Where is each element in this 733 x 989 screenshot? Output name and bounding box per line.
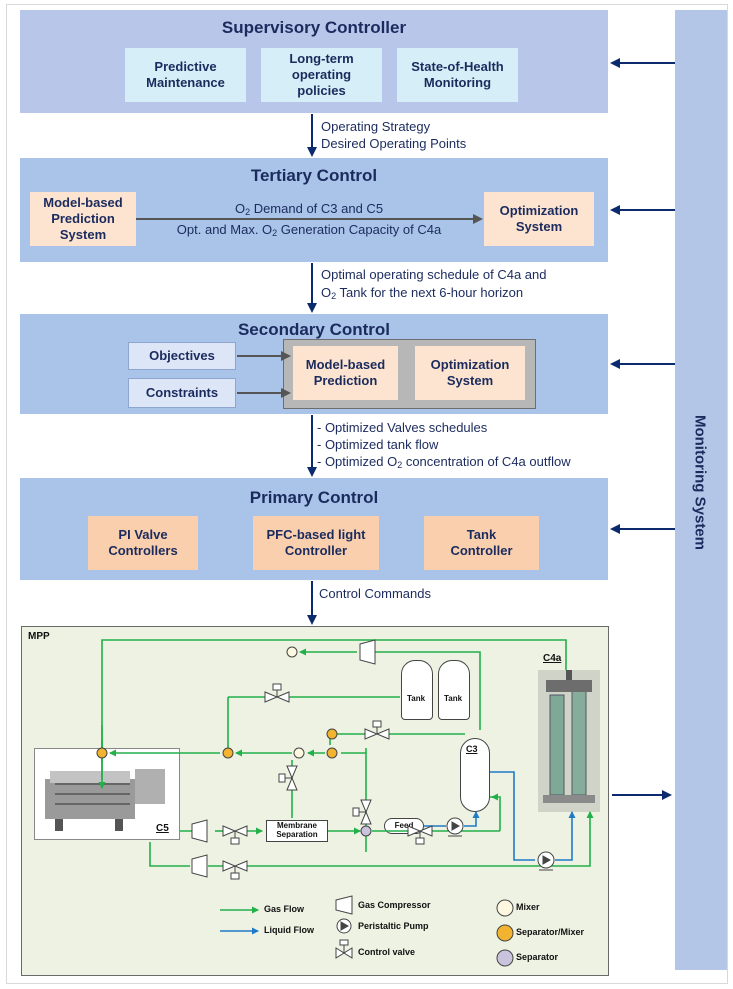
desired-operating-points-label: Desired Operating Points [321, 136, 467, 151]
control-commands-label: Control Commands [319, 586, 431, 601]
o2-generation-capacity-label: Opt. and Max. O2 Generation Capacity of … [176, 222, 442, 238]
valve-bottom [222, 860, 248, 880]
constraints-box: Constraints [128, 378, 236, 408]
tank-2-label: Tank [444, 694, 463, 703]
liquid-flow-lines [220, 771, 576, 935]
c4a-photobioreactor-image [538, 670, 600, 812]
objectives-box: Objectives [128, 342, 236, 370]
feed-label: Feed [394, 821, 414, 830]
gas-compressors [191, 639, 376, 878]
separator-node [360, 825, 372, 837]
tank-2 [438, 660, 470, 720]
membrane-separation-box [266, 820, 328, 842]
mpp-label: MPP [28, 631, 50, 642]
legend-liquid-flow-label: Liquid Flow [264, 925, 314, 935]
legend-symbols [335, 895, 514, 967]
separator-mixer-nodes [96, 728, 338, 759]
gas-flow-lines [98, 639, 594, 914]
supervisory-title: Supervisory Controller [221, 18, 407, 37]
tank-controller-box: Tank Controller [424, 516, 539, 570]
optimized-valves-label: - Optimized Valves schedules [317, 420, 488, 435]
optimized-o2-label: - Optimized O2 concentration of C4a outf… [317, 454, 571, 470]
legend-gas-compressor-symbol [335, 895, 353, 915]
o2-demand-label: O2 Demand of C3 and C5 [234, 201, 384, 217]
c5-photobioreactor-image [34, 748, 180, 840]
mixer-nodes [286, 646, 305, 759]
legend-peristaltic-pump-label: Peristaltic Pump [358, 921, 429, 931]
legend-separator-mixer-symbol [496, 924, 514, 942]
long-term-policies-box: Long-term operating policies [261, 48, 382, 102]
tertiary-title: Tertiary Control [250, 166, 378, 185]
tank-1-label: Tank [407, 694, 426, 703]
secondary-title: Secondary Control [237, 320, 391, 339]
control-valves [222, 683, 433, 880]
pi-valve-controllers-box: PI Valve Controllers [88, 516, 198, 570]
predictive-maintenance-box: Predictive Maintenance [125, 48, 246, 102]
valve-c5-out [222, 825, 248, 845]
membrane-separation-label: Membrane Separation [276, 821, 318, 839]
peristaltic-pumps [446, 817, 555, 871]
tertiary-optimization-system-box: Optimization System [484, 192, 594, 246]
pfc-light-controller-box: PFC-based light Controller [253, 516, 379, 570]
legend-separator-symbol [496, 949, 514, 967]
valve-membrane-out [407, 825, 433, 845]
c3-vessel [460, 738, 490, 812]
operating-strategy-label: Operating Strategy [321, 119, 431, 134]
o2-tank-horizon-label: O2 Tank for the next 6-hour horizon [321, 285, 524, 301]
legend-gas-flow-label: Gas Flow [264, 904, 305, 914]
valve-vertical-2 [352, 799, 372, 825]
legend-gas-compressor-label: Gas Compressor [358, 900, 431, 910]
c4a-label: C4a [543, 653, 562, 664]
valve-top [264, 683, 290, 703]
legend-mixer-symbol [496, 899, 514, 917]
legend-separator-mixer-label: Separator/Mixer [516, 927, 585, 937]
c5-label: C5 [156, 823, 169, 834]
c3-label: C3 [466, 744, 478, 754]
monitoring-system-panel: Monitoring System [675, 10, 727, 970]
secondary-model-based-prediction-box: Model-based Prediction [293, 346, 398, 400]
valve-vertical-1 [278, 765, 298, 791]
primary-title: Primary Control [249, 488, 379, 507]
optimal-schedule-label: Optimal operating schedule of C4a and [321, 267, 547, 282]
state-of-health-box: State-of-Health Monitoring [397, 48, 518, 102]
monitoring-arrows [610, 58, 675, 800]
model-based-prediction-system-box: Model-based Prediction System [30, 192, 136, 246]
tank-1 [401, 660, 433, 720]
legend-control-valve-label: Control valve [358, 947, 416, 957]
legend-mixer-label: Mixer [516, 902, 540, 912]
valve-right [364, 720, 390, 740]
legend-valve-symbol [335, 939, 353, 959]
legend-separator-label: Separator [516, 952, 559, 962]
optimized-tank-flow-label: - Optimized tank flow [317, 437, 439, 452]
secondary-optimization-system-box: Optimization System [415, 346, 525, 400]
